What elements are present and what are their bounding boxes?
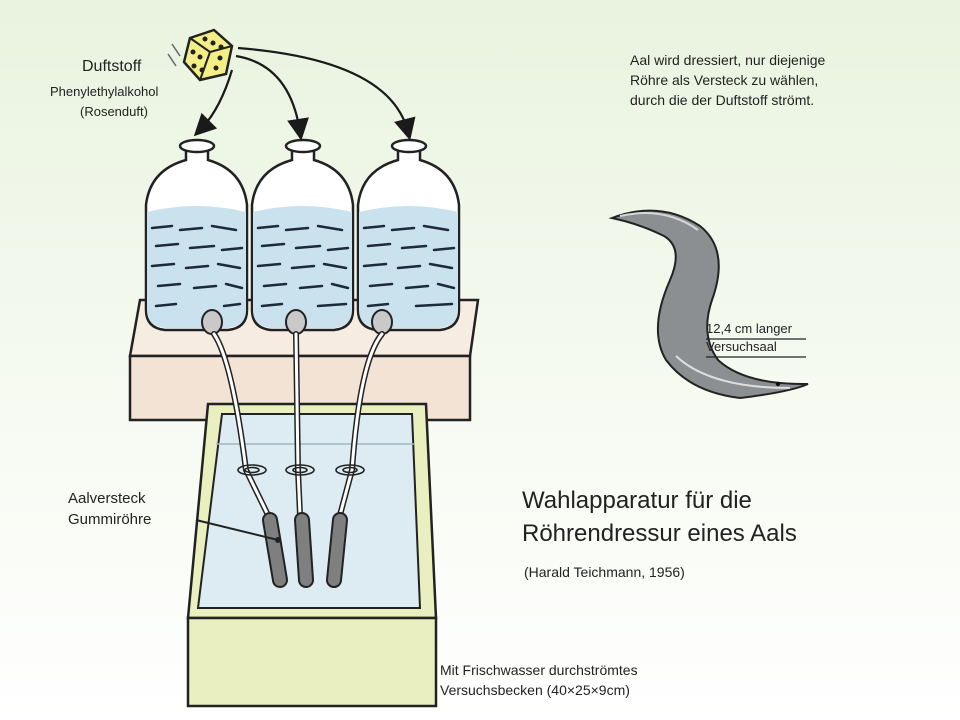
dice-icon bbox=[167, 28, 234, 82]
test-tank bbox=[186, 402, 438, 708]
figure-title-line1: Wahlapparatur für die bbox=[522, 487, 752, 514]
eel-label-line: Versuchsaal bbox=[706, 339, 777, 354]
water-texture bbox=[150, 224, 456, 308]
scent-title-text: Duftstoff bbox=[82, 58, 142, 75]
eel-label: 12,4 cm langer Versuchsaal bbox=[706, 320, 792, 356]
instruction-text: Aal wird dressiert, nur diejenige Röhre … bbox=[630, 50, 825, 110]
eel-illustration bbox=[608, 209, 809, 400]
eel-label-line: 12,4 cm langer bbox=[706, 321, 792, 336]
figure-title-line2: Röhrendressur eines Aals bbox=[522, 520, 797, 547]
hideout-line: Gummiröhre bbox=[68, 511, 152, 528]
scent-substance-text: Phenylethylalkohol bbox=[50, 84, 159, 99]
figure-source-text: (Harald Teichmann, 1956) bbox=[524, 564, 685, 580]
hideout-label: Aalversteck Gummiröhre bbox=[68, 488, 151, 530]
instruction-line: Aal wird dressiert, nur diejenige bbox=[630, 52, 826, 68]
scent-note: (Rosenduft) bbox=[80, 104, 148, 119]
scent-note-text: (Rosenduft) bbox=[80, 104, 148, 119]
ripples bbox=[237, 464, 365, 476]
scent-title: Duftstoff bbox=[82, 58, 141, 76]
hideout-line: Aalversteck bbox=[68, 490, 146, 507]
rubber-tubes bbox=[262, 512, 348, 588]
instruction-line: Röhre als Versteck zu wählen, bbox=[630, 72, 819, 88]
tank-label-line: Versuchsbecken (40×25×9cm) bbox=[440, 682, 630, 698]
scent-substance: Phenylethylalkohol bbox=[50, 84, 158, 99]
tank-label-line: Mit Frischwasser durchströmtes bbox=[440, 662, 638, 678]
hideout-leader bbox=[195, 519, 279, 541]
figure-source: (Harald Teichmann, 1956) bbox=[524, 564, 685, 580]
instruction-line: durch die der Duftstoff strömt. bbox=[630, 92, 815, 108]
arrow-icon bbox=[193, 46, 416, 141]
figure-title: Wahlapparatur für die Röhrendressur eine… bbox=[522, 484, 797, 550]
tank-label: Mit Frischwasser durchströmtes Versuchsb… bbox=[440, 660, 638, 700]
